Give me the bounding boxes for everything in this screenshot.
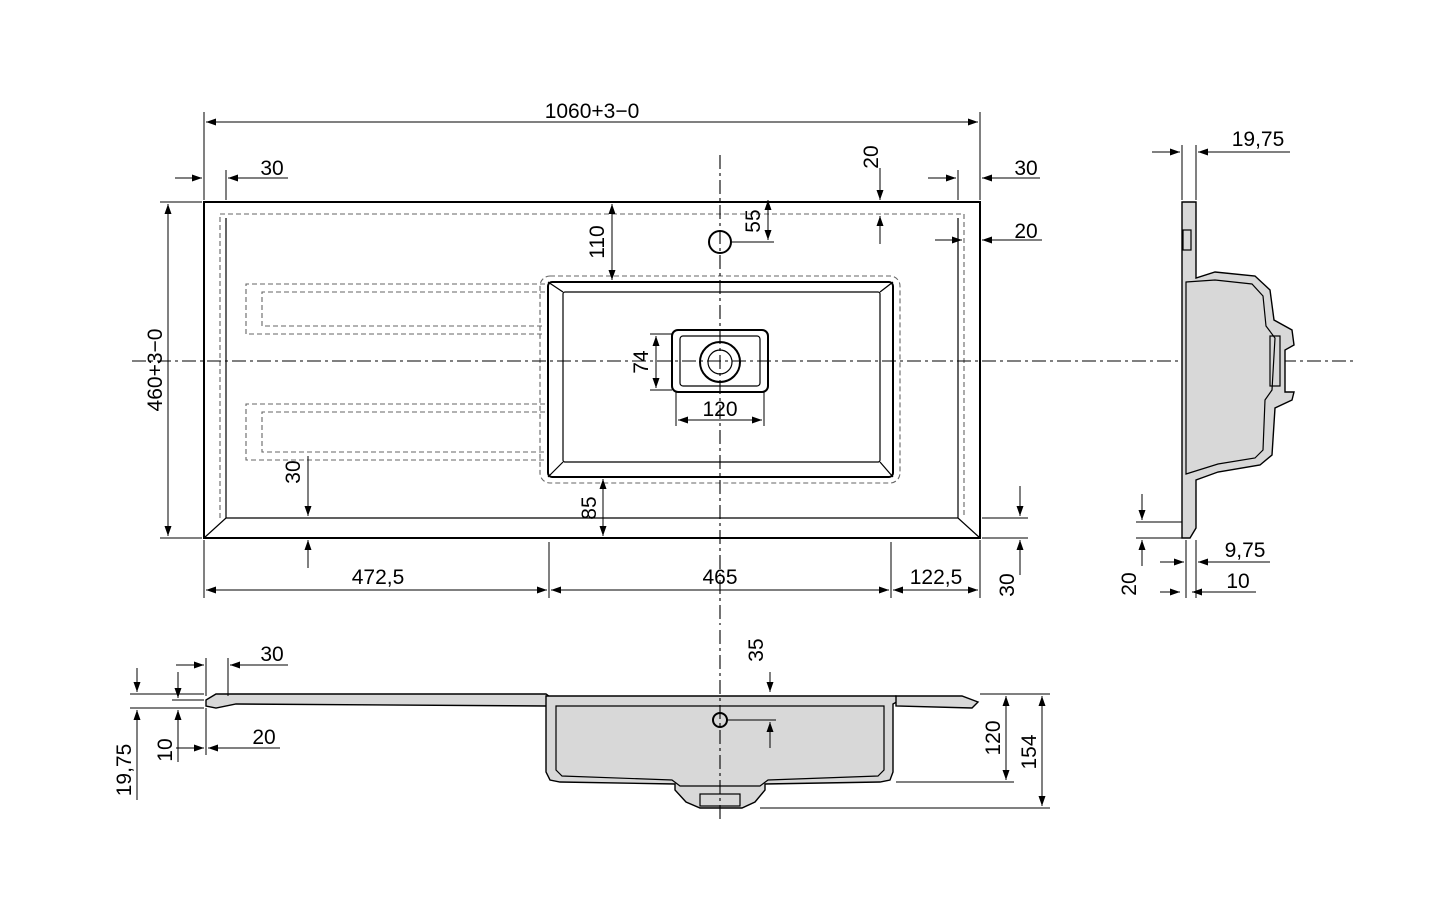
- front-section-profile: [205, 693, 556, 709]
- dim-edge-right: 30: [1014, 157, 1037, 180]
- side-section-view: 19,75 9,75 10 20: [1118, 128, 1295, 598]
- dim-right-section: 122,5: [910, 566, 963, 589]
- dim-bowl-from-front: 85: [578, 496, 601, 519]
- dim-front-lip: 30: [996, 573, 1019, 596]
- front-section-view: 30 20 19,75 10 35 120 154: [113, 630, 1050, 820]
- dim-overall-depth: 460+3−0: [144, 329, 167, 412]
- dim-side-lip: 10: [1226, 570, 1249, 593]
- dim-back-rim: 20: [860, 145, 883, 168]
- dim-overall-width: 1060+3−0: [545, 100, 640, 123]
- dim-bowl-from-back: 110: [586, 225, 609, 258]
- dim-edge-left: 30: [260, 157, 283, 180]
- dim-tap-hole-offset: 55: [742, 209, 765, 232]
- dim-front-tap-hole-offset: 35: [745, 638, 768, 661]
- plan-view: 1060+3−0 30 30 20 20 55 110 74: [132, 100, 1355, 625]
- dim-side-front-drop: 20: [1118, 572, 1141, 595]
- dim-front-bowl-depth: 120: [982, 720, 1005, 755]
- dim-bowl-width: 465: [702, 566, 737, 589]
- dim-front-thickness: 19,75: [113, 744, 136, 797]
- dim-groove-from-front: 30: [282, 460, 305, 483]
- dim-drain-width: 120: [702, 398, 737, 421]
- basin-outline: [203, 201, 981, 539]
- drainer-grooves: [245, 283, 545, 461]
- side-section-profile: [1181, 201, 1295, 539]
- dim-front-rim-width: 30: [260, 643, 283, 666]
- dim-side-wall: 9,75: [1225, 539, 1266, 562]
- dim-front-total-height: 154: [1018, 734, 1041, 769]
- dim-left-section: 472,5: [352, 566, 405, 589]
- dim-side-rim: 20: [1014, 220, 1037, 243]
- dim-front-rim-inner: 20: [252, 726, 275, 749]
- front-bevel: [203, 517, 981, 539]
- dim-front-lip: 10: [154, 738, 177, 761]
- dim-drain-depth: 74: [630, 350, 653, 374]
- hidden-rim-line: [219, 213, 965, 518]
- dim-side-top-thickness: 19,75: [1232, 128, 1285, 151]
